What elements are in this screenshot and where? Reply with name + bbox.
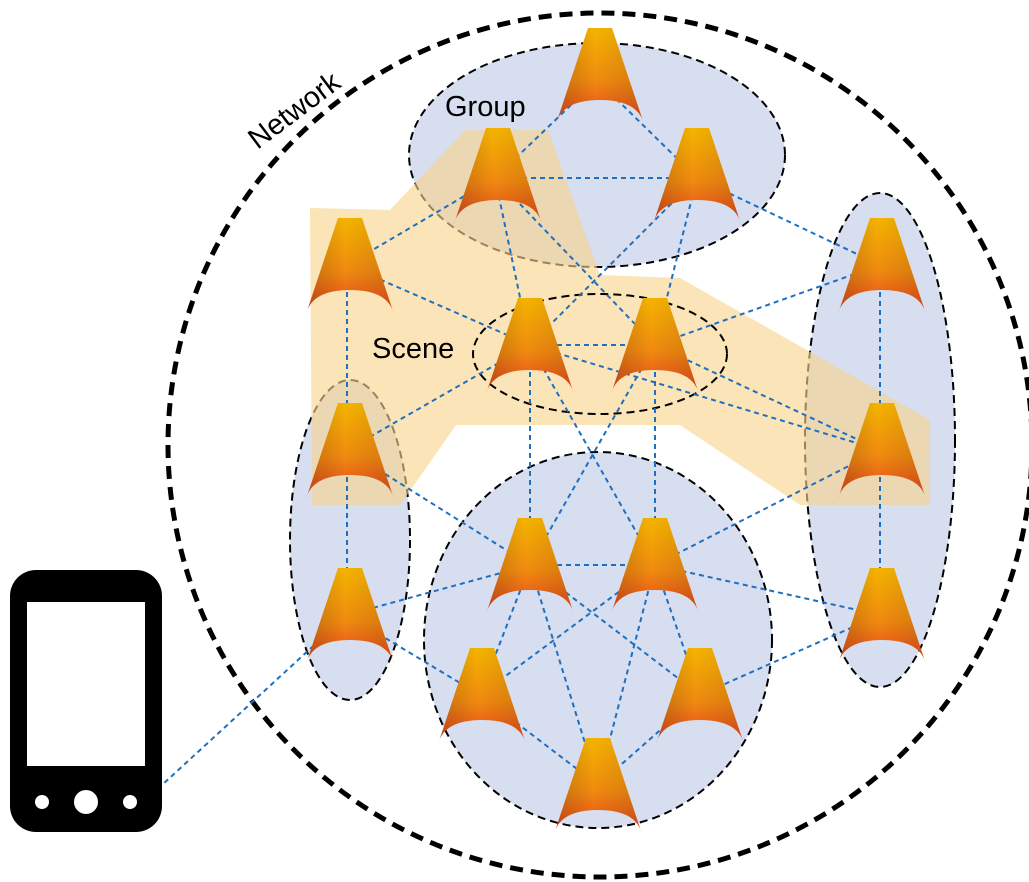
smartphone-icon — [10, 570, 162, 832]
scene-region — [310, 130, 930, 505]
scene-label: Scene — [372, 333, 454, 365]
network-label: Network — [242, 66, 347, 156]
group-label: Group — [445, 91, 526, 123]
scene-ellipse — [472, 293, 728, 415]
network-boundary — [165, 10, 1029, 880]
